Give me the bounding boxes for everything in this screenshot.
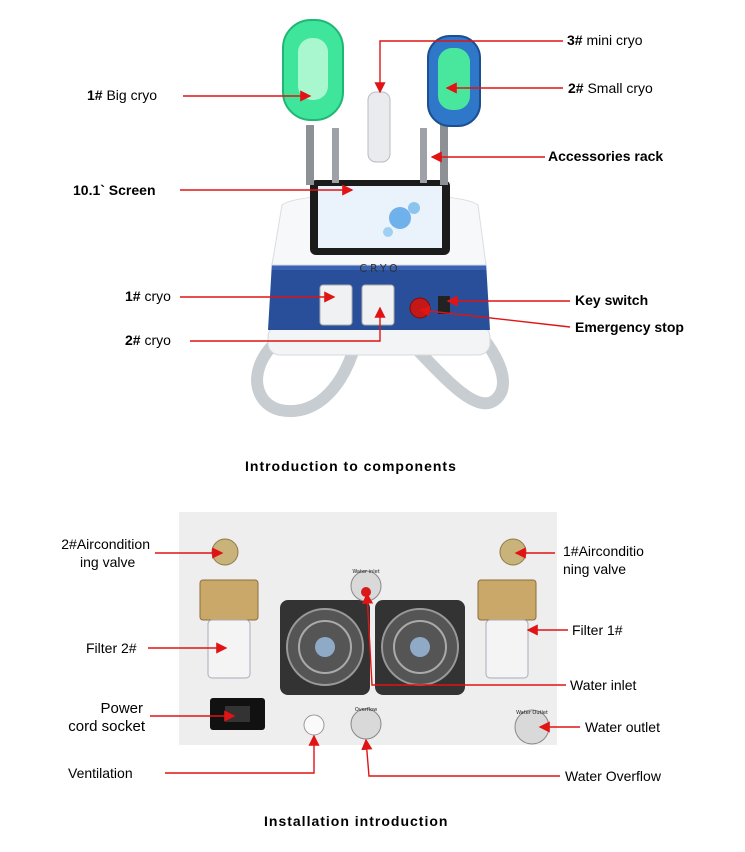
label-water-inlet: Water inlet	[570, 677, 637, 693]
label-big-cryo: 1# Big cryo	[87, 87, 158, 103]
label-cryo-2: 2# cryo	[125, 332, 171, 348]
label-small-cryo: 2# Small cryo	[568, 80, 653, 96]
label-cryo-1: 1# cryo	[125, 288, 171, 304]
label-emergency-stop: Emergency stop	[575, 319, 684, 335]
label-water-outlet: Water outlet	[585, 719, 660, 735]
caption-installation: Installation introduction	[264, 813, 449, 829]
label-water-overflow: Water Overflow	[565, 768, 661, 784]
label-filter-1: Filter 1#	[572, 622, 623, 638]
device-illustration: CRYO	[251, 19, 509, 418]
label-ventilation: Ventilation	[68, 765, 133, 781]
overflow-marking: Overflow	[355, 707, 377, 713]
label-accessories-rack: Accessories rack	[548, 148, 664, 164]
label-key-switch: Key switch	[575, 292, 649, 308]
label-power-socket: Power cord socket	[68, 700, 145, 735]
label-screen: 10.1` Screen	[73, 182, 156, 198]
label-aircon-valve-1: 1#Airconditio ning valve	[563, 543, 644, 577]
label-filter-2: Filter 2#	[86, 640, 137, 656]
brand-text: CRYO	[359, 262, 400, 275]
outlet-marking: Water Outlet	[516, 710, 548, 716]
label-aircon-valve-2: 2#Aircondition ing valve	[61, 536, 150, 570]
inlet-marking: Water inlet	[352, 569, 379, 575]
label-mini-cryo: 3# mini cryo	[567, 32, 643, 48]
caption-components: Introduction to components	[245, 458, 457, 474]
